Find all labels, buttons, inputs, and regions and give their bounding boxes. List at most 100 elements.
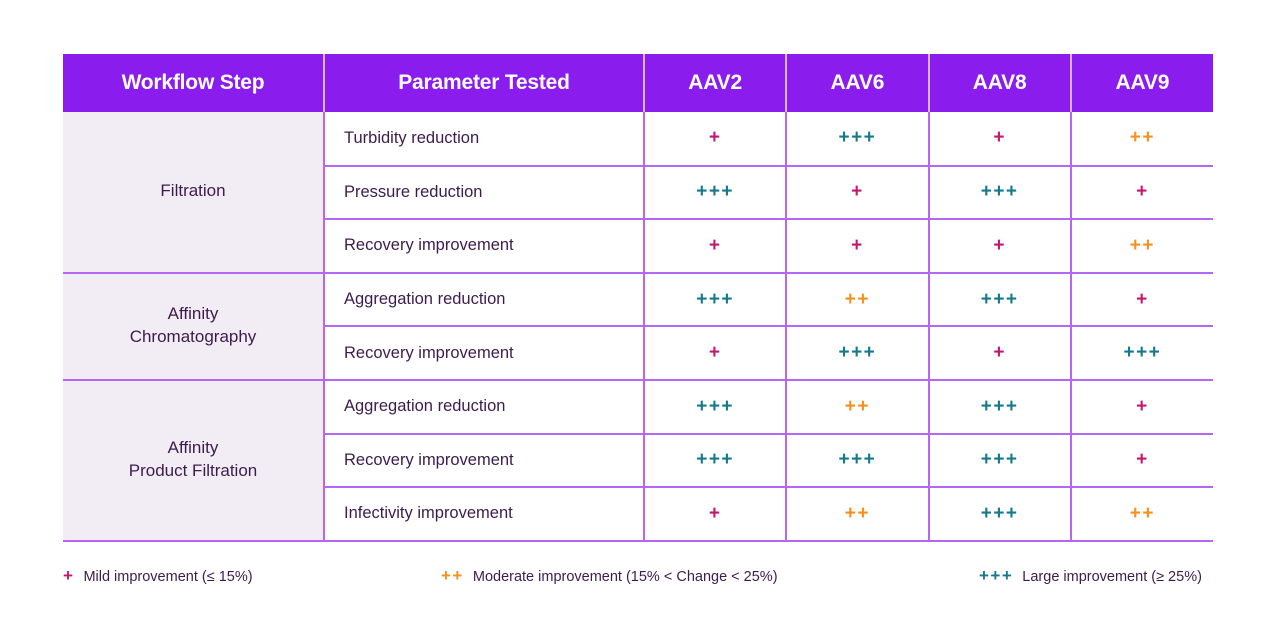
- rating-symbol: ++: [1129, 127, 1155, 149]
- header-workflow-step[interactable]: Workflow Step: [63, 54, 325, 112]
- parameter-cell: Turbidity reduction: [324, 112, 645, 167]
- legend-label: Mild improvement (≤ 15%): [83, 569, 253, 585]
- parameter-cell: Infectivity improvement: [324, 487, 645, 542]
- rating-cell-aav2: +++: [644, 272, 788, 328]
- rating-cell-aav2: +++: [644, 433, 788, 489]
- rating-cell-aav9: ++: [1070, 219, 1213, 274]
- rating-cell-aav8: +: [928, 112, 1072, 167]
- rating-symbol: +++: [696, 449, 735, 471]
- rating-cell-aav9: +: [1070, 272, 1213, 328]
- rating-cell-aav2: +: [644, 487, 788, 542]
- rating-cell-aav9: +: [1070, 165, 1213, 221]
- legend-symbol: ++: [441, 566, 464, 585]
- rating-symbol: +: [708, 127, 722, 149]
- rating-symbol: +++: [696, 181, 735, 203]
- legend-item-1: + Mild improvement (≤ 15%): [63, 566, 441, 586]
- rating-cell-aav6: +++: [786, 112, 930, 167]
- legend: + Mild improvement (≤ 15%) ++ Moderate impr…: [63, 566, 1223, 586]
- rating-symbol: +: [708, 234, 722, 256]
- rating-symbol: +++: [980, 288, 1019, 310]
- header-aav9[interactable]: AAV9: [1070, 54, 1213, 112]
- rating-symbol: +: [1136, 449, 1149, 471]
- legend-symbol: +++: [979, 566, 1014, 585]
- rating-symbol: ++: [844, 395, 870, 417]
- rating-cell-aav9: +: [1070, 433, 1213, 489]
- header-aav2[interactable]: AAV2: [644, 54, 788, 112]
- parameter-cell: Recovery improvement: [324, 433, 645, 489]
- parameter-cell: Aggregation reduction: [324, 379, 645, 435]
- rating-cell-aav8: +: [928, 219, 1072, 274]
- workflow-step-cell: Filtration: [63, 112, 325, 274]
- rating-symbol: +: [1136, 288, 1149, 310]
- rating-cell-aav6: +++: [786, 326, 930, 381]
- rating-symbol: ++: [844, 502, 870, 524]
- rating-symbol: +++: [838, 342, 877, 364]
- legend-label: Moderate improvement (15% < Change < 25%…: [472, 569, 778, 585]
- legend-item-2: ++ Moderate improvement (15% < Change < 2…: [441, 566, 979, 586]
- legend-item-3: +++ Large improvement (≥ 25%): [979, 566, 1202, 586]
- rating-symbol: ++: [1129, 234, 1155, 256]
- rating-cell-aav6: ++: [786, 379, 930, 435]
- header-aav6[interactable]: AAV6: [786, 54, 930, 112]
- rating-cell-aav8: +++: [928, 379, 1072, 435]
- rating-symbol: +++: [980, 502, 1019, 524]
- header-aav8[interactable]: AAV8: [928, 54, 1072, 112]
- rating-cell-aav8: +++: [928, 272, 1072, 328]
- table-row: Recovery improvement++++++++++: [63, 433, 1213, 489]
- rating-symbol: +++: [696, 288, 735, 310]
- table-row: Infectivity improvement++++++++: [63, 487, 1213, 542]
- rating-symbol: ++: [1129, 502, 1155, 524]
- parameter-cell: Recovery improvement: [324, 219, 645, 274]
- rating-symbol: +++: [980, 395, 1019, 417]
- rating-cell-aav6: +++: [786, 433, 930, 489]
- rating-symbol: +++: [838, 449, 877, 471]
- rating-cell-aav2: +++: [644, 379, 788, 435]
- legend-symbol: +: [63, 566, 75, 585]
- rating-cell-aav2: +: [644, 326, 788, 381]
- rating-symbol: +: [1136, 181, 1149, 203]
- parameter-cell: Recovery improvement: [324, 326, 645, 381]
- rating-symbol: +: [708, 502, 722, 524]
- rating-symbol: +++: [838, 127, 877, 149]
- rating-cell-aav8: +: [928, 326, 1072, 381]
- rating-symbol: +++: [696, 395, 735, 417]
- table-row: Pressure reduction++++++++: [63, 165, 1213, 221]
- rating-cell-aav2: +: [644, 219, 788, 274]
- parameter-cell: Pressure reduction: [324, 165, 645, 221]
- rating-symbol: +++: [980, 449, 1019, 471]
- rating-cell-aav9: ++: [1070, 487, 1213, 542]
- rating-cell-aav2: +++: [644, 165, 788, 221]
- header-parameter-tested[interactable]: Parameter Tested: [324, 54, 645, 112]
- parameter-cell: Aggregation reduction: [324, 272, 645, 328]
- rating-symbol: ++: [844, 288, 870, 310]
- rating-cell-aav6: ++: [786, 487, 930, 542]
- rating-symbol: +: [851, 181, 864, 203]
- table-row: Recovery improvement++++++++: [63, 326, 1213, 381]
- rating-cell-aav9: +: [1070, 379, 1213, 435]
- rating-symbol: +: [708, 342, 722, 364]
- rating-symbol: +: [993, 342, 1006, 364]
- table-row: Recovery improvement+++++: [63, 219, 1213, 274]
- rating-symbol: +: [851, 234, 864, 256]
- rating-cell-aav9: +++: [1070, 326, 1213, 381]
- rating-cell-aav8: +++: [928, 165, 1072, 221]
- rating-symbol: +: [993, 127, 1006, 149]
- rating-cell-aav8: +++: [928, 433, 1072, 489]
- rating-cell-aav9: ++: [1070, 112, 1213, 167]
- rating-cell-aav6: ++: [786, 272, 930, 328]
- rating-symbol: +++: [980, 181, 1019, 203]
- rating-symbol: +++: [1123, 342, 1162, 364]
- legend-label: Large improvement (≥ 25%): [1022, 569, 1202, 585]
- rating-cell-aav6: +: [786, 165, 930, 221]
- rating-symbol: +: [993, 234, 1006, 256]
